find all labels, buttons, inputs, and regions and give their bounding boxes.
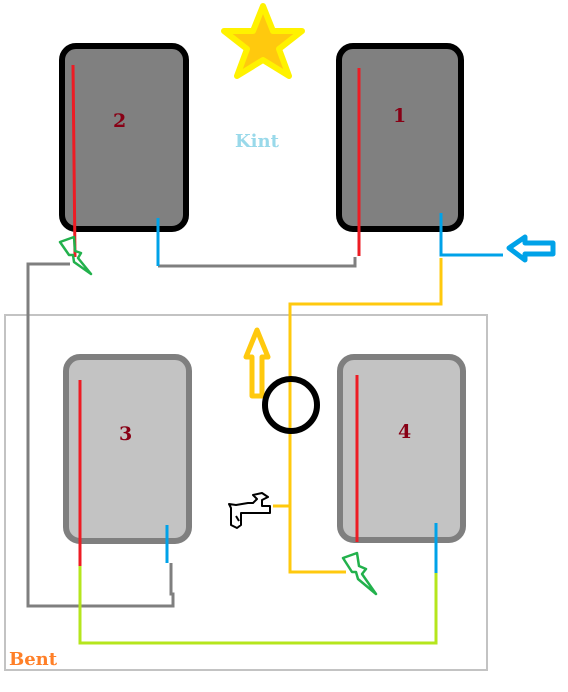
tank-1-label: 1 <box>393 105 406 127</box>
star-icon <box>221 3 305 79</box>
tank-3-label: 3 <box>119 423 132 445</box>
lightning-icon <box>58 235 93 276</box>
bent-label: Bent <box>9 649 58 670</box>
yellow-pipe <box>288 258 443 574</box>
gray-pipe-left-loop <box>26 262 175 608</box>
tank-2 <box>59 43 189 232</box>
tank-3 <box>63 354 192 544</box>
arrow-left-icon <box>506 234 556 263</box>
gray-pipe-upper <box>158 257 357 268</box>
tank-4 <box>337 354 466 543</box>
tank-2-label: 2 <box>113 110 126 132</box>
kint-label: Kint <box>235 131 280 152</box>
tap-icon <box>228 492 271 529</box>
blue-pipe-tank-1 <box>439 213 503 257</box>
pump-circle-icon <box>262 376 320 434</box>
green-pipe <box>78 566 438 645</box>
tank-4-label: 4 <box>398 421 411 443</box>
lightning-icon <box>341 551 378 596</box>
bent-area-frame <box>4 314 488 671</box>
tank-1 <box>336 43 464 232</box>
arrow-up-icon <box>243 327 271 399</box>
red-pipe-tank-2 <box>71 64 77 258</box>
